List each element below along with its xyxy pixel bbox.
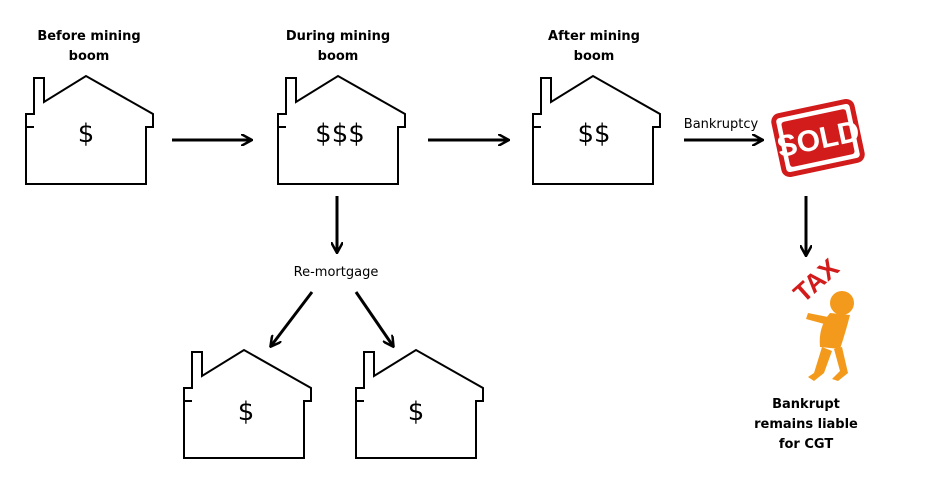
bankruptcy-label: Bankruptcy — [684, 117, 759, 132]
house-split-left-value: $ — [238, 397, 255, 427]
house-outline-icon — [183, 348, 312, 459]
house-after-value: $$ — [577, 119, 610, 149]
arrow-remortgage-to-left — [271, 291, 314, 346]
house-split-left: $ — [183, 348, 312, 459]
sold-stamp-icon: SOLD — [771, 98, 865, 178]
bankrupt-label-line3: for CGT — [779, 437, 834, 452]
house-outline-icon — [532, 74, 661, 185]
before-label-line2: boom — [69, 49, 110, 64]
after-label-line2: boom — [574, 49, 615, 64]
before-label-line1: Before mining — [37, 29, 140, 44]
remortgage-label: Re-mortgage — [294, 265, 379, 280]
person-carrying-tax-icon: TAX — [787, 252, 854, 381]
house-before-value: $ — [78, 119, 95, 149]
bankrupt-label-line2: remains liable — [754, 417, 858, 432]
house-after: $$ — [532, 74, 661, 185]
house-during: $$$ — [277, 74, 406, 185]
bankrupt-label-line1: Bankrupt — [772, 397, 840, 412]
house-before: $ — [25, 74, 154, 185]
house-outline-icon — [277, 74, 406, 185]
house-during-value: $$$ — [315, 119, 365, 149]
during-label-line2: boom — [318, 49, 359, 64]
after-label-line1: After mining — [548, 29, 640, 44]
during-label-line1: During mining — [286, 29, 390, 44]
house-outline-icon — [355, 348, 484, 459]
arrow-remortgage-to-right — [354, 291, 393, 346]
house-split-right-value: $ — [408, 397, 425, 427]
house-split-right: $ — [355, 348, 484, 459]
house-outline-icon — [25, 74, 154, 185]
